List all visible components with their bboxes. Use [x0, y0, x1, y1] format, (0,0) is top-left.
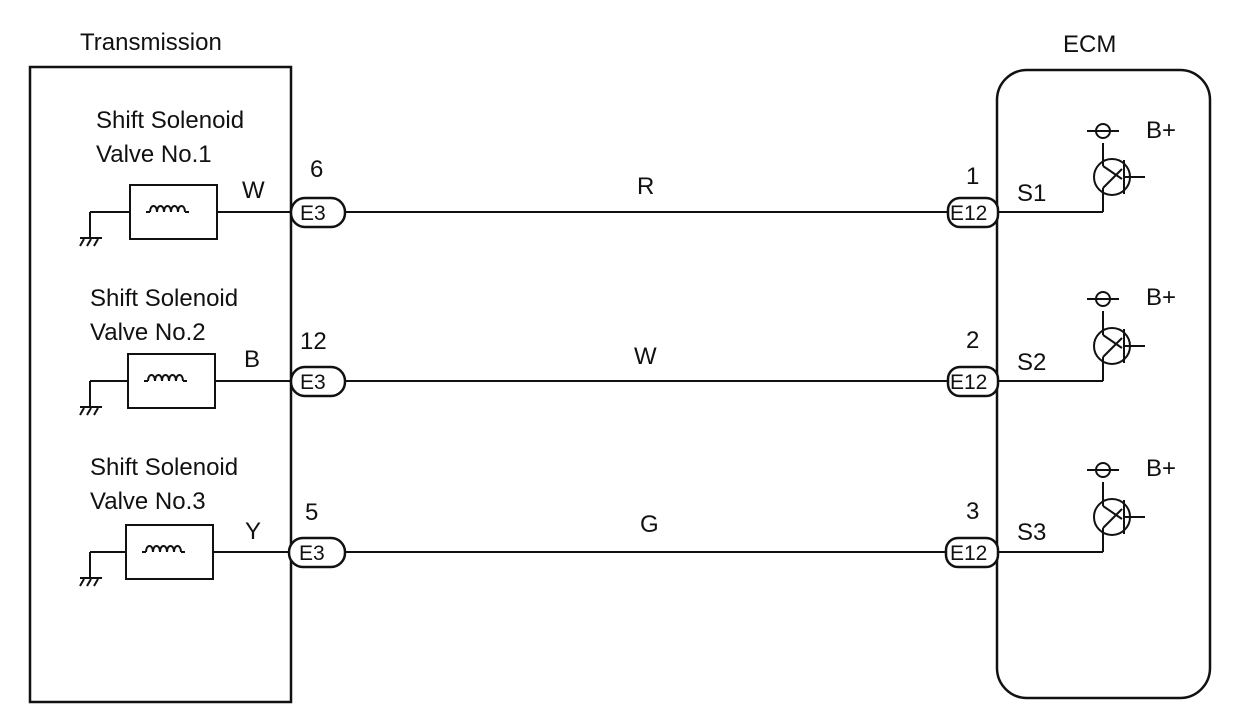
e12-pin-1: 1: [966, 163, 979, 190]
circuit-3: Shift Solenoid Valve No.3 Y 5 E3 G E12 3…: [79, 454, 1176, 587]
solenoid-3: [125, 524, 214, 580]
transmission-title: Transmission: [80, 29, 222, 56]
coil-icon: [142, 545, 185, 553]
e3-pin-1: 6: [310, 156, 323, 183]
e3-pin-2: 12: [300, 328, 327, 355]
harness-wire-2-color: W: [634, 343, 657, 370]
valve-3-name-line1: Shift Solenoid: [90, 454, 238, 481]
coil-icon: [146, 205, 189, 213]
e12-pin-3: 3: [966, 498, 979, 525]
ground-icon: [79, 381, 102, 416]
transistor-icon: [1087, 123, 1145, 212]
harness-wire-1-color: R: [637, 173, 654, 200]
e3-connector-label-3: E3: [299, 542, 325, 565]
valve-1-name-line1: Shift Solenoid: [96, 107, 244, 134]
e12-connector-label-1: E12: [950, 202, 987, 225]
e3-connector-label-2: E3: [300, 371, 326, 394]
solenoid-1: [129, 184, 218, 240]
ecm-supply-1: B+: [1146, 117, 1176, 144]
ecm-supply-2: B+: [1146, 284, 1176, 311]
e3-pin-3: 5: [305, 499, 318, 526]
circuit-1: Shift Solenoid Valve No.1 W 6 E3 R E12 1…: [79, 107, 1176, 247]
valve-2-name-line2: Valve No.2: [90, 319, 206, 346]
ground-icon: [79, 552, 102, 587]
e12-connector-label-3: E12: [950, 542, 987, 565]
e12-connector-label-2: E12: [950, 371, 987, 394]
transistor-icon: [1087, 291, 1145, 381]
ecm-signal-3: S3: [1017, 519, 1046, 546]
ecm-signal-2: S2: [1017, 349, 1046, 376]
harness-wire-3-color: G: [640, 511, 659, 538]
valve-3-wire-color: Y: [245, 518, 261, 545]
e12-pin-2: 2: [966, 327, 979, 354]
ecm-title: ECM: [1063, 31, 1116, 58]
valve-1-name-line2: Valve No.1: [96, 141, 212, 168]
ecm-signal-1: S1: [1017, 180, 1046, 207]
valve-2-name-line1: Shift Solenoid: [90, 285, 238, 312]
circuit-2: Shift Solenoid Valve No.2 B 12 E3 W E12 …: [79, 284, 1176, 416]
transistor-icon: [1087, 462, 1145, 552]
coil-icon: [144, 374, 187, 382]
valve-3-name-line2: Valve No.3: [90, 488, 206, 515]
ecm-supply-3: B+: [1146, 455, 1176, 482]
valve-1-wire-color: W: [242, 177, 265, 204]
e3-connector-label-1: E3: [300, 202, 326, 225]
solenoid-2: [127, 353, 216, 409]
ground-icon: [79, 212, 102, 247]
valve-2-wire-color: B: [244, 346, 260, 373]
